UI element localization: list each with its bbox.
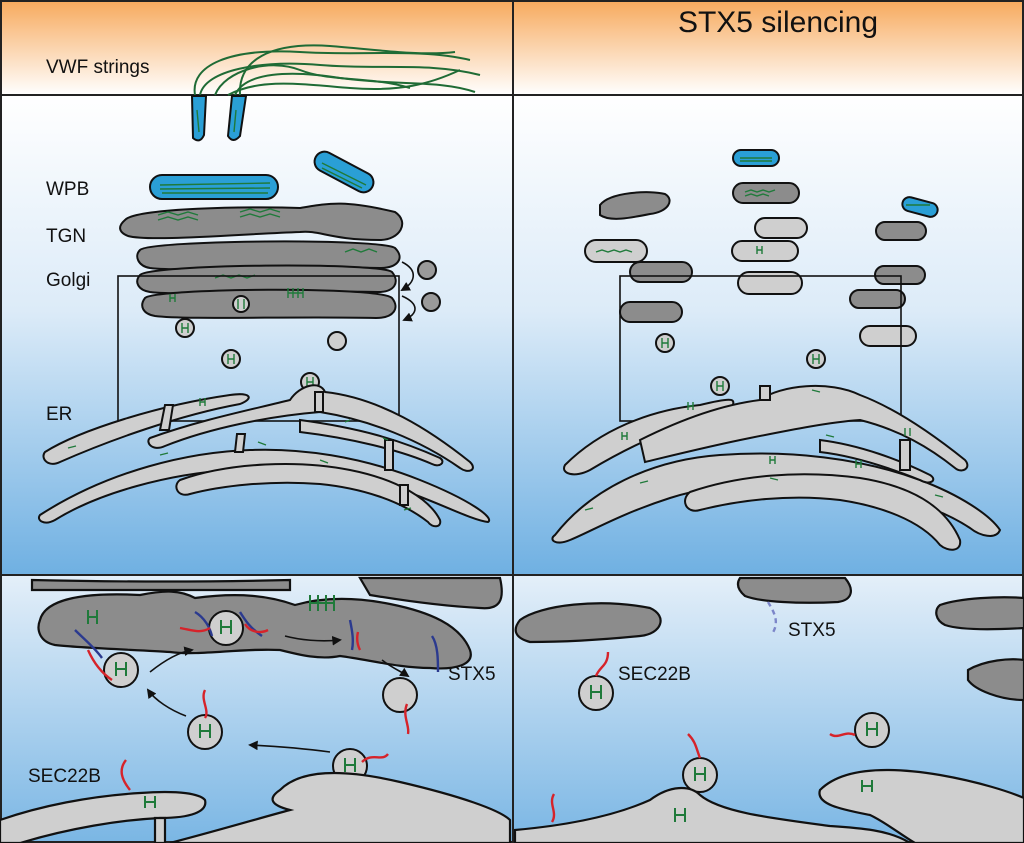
- er-network-control: [38, 384, 491, 528]
- golgi-label: Golgi: [46, 270, 90, 291]
- silencing-panel-title: STX5 silencing: [678, 6, 878, 39]
- stx5-snare-silencing: [766, 601, 778, 635]
- retrograde-arrows: [400, 261, 416, 322]
- zoom-vesicle-cargo-silencing: [590, 685, 878, 781]
- vwf-strings-label: VWF strings: [46, 57, 149, 78]
- zoom-cargo-control: [87, 595, 335, 624]
- snare-cycle-arrows-control: [146, 635, 410, 753]
- golgi-vesicles-control: [417, 260, 441, 312]
- er-label: ER: [46, 404, 72, 425]
- golgi-fragmented-silencing: [584, 182, 927, 347]
- tgn-label: TGN: [46, 226, 86, 247]
- golgi-cisterna-1: [136, 240, 401, 271]
- sec22b-label-silencing: SEC22B: [618, 664, 691, 685]
- golgi-cisterna-2: [136, 264, 397, 295]
- stx5-label-control: STX5: [448, 664, 496, 685]
- er-network-silencing: [551, 385, 1002, 551]
- vesicle-cargo-silencing: [661, 338, 820, 391]
- zoom-vesicle-cargo-control: [115, 620, 356, 772]
- sec22b-label-control: SEC22B: [28, 766, 101, 787]
- wpb-vwf-lines: [159, 109, 367, 194]
- cargo-silencing: [595, 157, 930, 254]
- zoom-er-silencing: [513, 768, 1024, 843]
- vwf-strings: [193, 44, 481, 96]
- golgi-stack-control: [119, 202, 404, 320]
- zoom-golgi-silencing: [514, 576, 1024, 702]
- wpb-label: WPB: [46, 179, 89, 200]
- vesicle-cargo-control: [181, 299, 314, 387]
- zoom-er-cargo-control: [144, 796, 156, 808]
- zoom-er-cargo-silencing: [674, 780, 873, 822]
- sec22b-snares-control: [86, 623, 410, 791]
- sec22b-snares-silencing: [550, 651, 856, 823]
- zoom-er-control: [0, 771, 512, 843]
- er-cargo-control: [67, 398, 412, 511]
- golgi-cisterna-3: [141, 288, 397, 320]
- er-cargo-silencing: [584, 389, 944, 511]
- stx5-label-silencing: STX5: [788, 620, 836, 641]
- stx5-snares-control: [74, 610, 440, 673]
- zoom-vesicles-silencing: [578, 675, 890, 793]
- golgi-cargo-control: [157, 208, 378, 302]
